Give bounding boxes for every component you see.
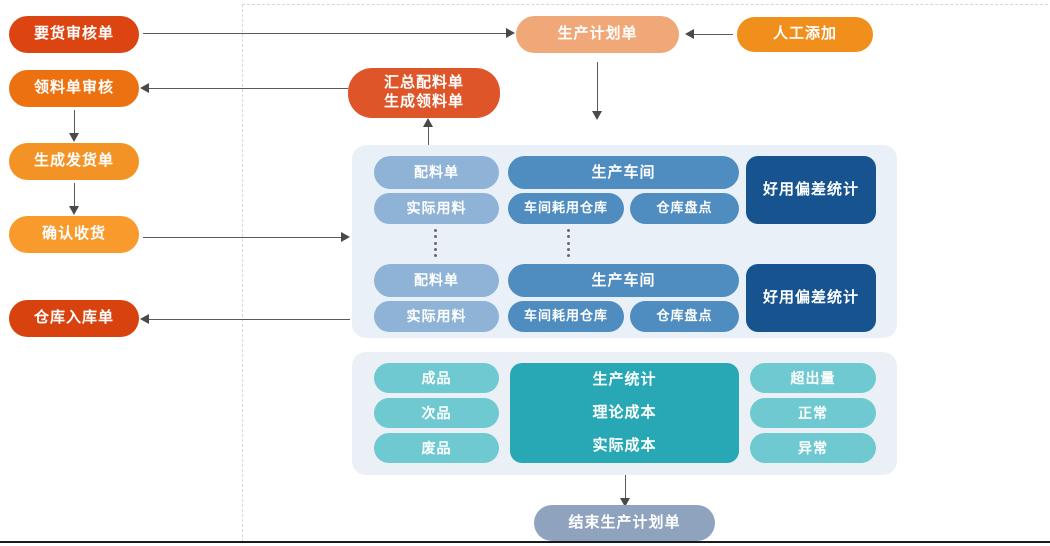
card-stocktake-row2[interactable]: 仓库盘点 <box>630 301 739 332</box>
card-deviation-row2-label: 好用偏差统计 <box>762 289 859 307</box>
node-end-production-plan-label: 结束生产计划单 <box>568 513 681 531</box>
connector-picking-to-shipment <box>69 110 79 142</box>
card-deviation-row2[interactable]: 好用偏差统计 <box>746 264 876 332</box>
card-scrap-product-label: 废品 <box>421 439 452 456</box>
card-recipe-row1[interactable]: 配料单 <box>374 156 499 189</box>
connector-receipt-to-production <box>143 232 350 242</box>
card-production-statistics-line1: 生产统计 <box>592 370 657 388</box>
card-production-statistics[interactable]: 生产统计 理论成本 实际成本 <box>510 363 739 463</box>
card-production-statistics-line2: 理论成本 <box>592 404 657 422</box>
card-finished-product-label: 成品 <box>421 369 452 386</box>
connector-plan-to-production <box>592 62 602 120</box>
node-aggregate-line1: 汇总配料单 <box>383 74 464 92</box>
ellipsis-workshop <box>566 229 570 257</box>
node-aggregate-picking[interactable]: 汇总配料单 生成领料单 <box>348 68 500 118</box>
node-aggregate-line2: 生成领料单 <box>383 93 464 110</box>
statistics-panel: 成品 次品 废品 生产统计 理论成本 实际成本 超出量 正常 异常 <box>352 352 897 475</box>
lane-boundary-top <box>242 4 1048 5</box>
node-create-shipment[interactable]: 生成发货单 <box>9 143 139 180</box>
lane-boundary-vertical <box>242 4 243 542</box>
node-picking-review-label: 领料单审核 <box>33 79 114 97</box>
node-manual-add[interactable]: 人工添加 <box>737 17 873 52</box>
card-scrap-product[interactable]: 废品 <box>374 433 499 463</box>
node-manual-add-label: 人工添加 <box>772 25 837 43</box>
node-picking-review[interactable]: 领料单审核 <box>9 70 139 107</box>
production-panel: 配料单 实际用料 生产车间 车间耗用仓库 仓库盘点 好用偏差统计 配料单 实际用… <box>352 145 897 338</box>
card-defective-product[interactable]: 次品 <box>374 398 499 428</box>
node-production-plan[interactable]: 生产计划单 <box>516 16 679 53</box>
card-defective-product-label: 次品 <box>421 404 452 421</box>
card-stocktake-row1-label: 仓库盘点 <box>656 200 713 216</box>
node-production-plan-label: 生产计划单 <box>557 25 638 43</box>
card-abnormal[interactable]: 异常 <box>750 433 876 463</box>
card-deviation-row1[interactable]: 好用偏差统计 <box>746 156 876 224</box>
node-confirm-receipt-label: 确认收货 <box>41 225 106 243</box>
card-recipe-row1-label: 配料单 <box>414 164 459 181</box>
bottom-rule <box>0 541 1050 543</box>
card-abnormal-label: 异常 <box>798 439 828 456</box>
card-actual-row1[interactable]: 实际用料 <box>374 193 499 224</box>
node-confirm-receipt[interactable]: 确认收货 <box>9 216 139 253</box>
node-demand-review-label: 要货审核单 <box>33 25 114 43</box>
node-warehouse-inbound-label: 仓库入库单 <box>33 309 114 327</box>
node-demand-review[interactable]: 要货审核单 <box>9 16 139 53</box>
node-end-production-plan[interactable]: 结束生产计划单 <box>534 505 715 541</box>
card-normal[interactable]: 正常 <box>750 398 876 428</box>
card-workshop-warehouse-row2-label: 车间耗用仓库 <box>523 308 608 324</box>
node-create-shipment-label: 生成发货单 <box>33 152 114 170</box>
card-workshop-row1-label: 生产车间 <box>591 163 656 181</box>
card-workshop-row2-label: 生产车间 <box>591 271 656 289</box>
connector-statistics-to-end <box>620 475 630 507</box>
card-workshop-warehouse-row2[interactable]: 车间耗用仓库 <box>508 301 624 332</box>
card-workshop-warehouse-row1[interactable]: 车间耗用仓库 <box>508 193 624 224</box>
card-workshop-warehouse-row1-label: 车间耗用仓库 <box>523 200 608 216</box>
card-recipe-row2[interactable]: 配料单 <box>374 264 499 297</box>
connector-demand-to-plan <box>143 28 515 38</box>
card-deviation-row1-label: 好用偏差统计 <box>762 181 859 199</box>
ellipsis-recipe <box>433 229 437 257</box>
card-stocktake-row2-label: 仓库盘点 <box>656 308 713 324</box>
node-warehouse-inbound[interactable]: 仓库入库单 <box>9 300 139 337</box>
card-overage-label: 超出量 <box>790 369 836 386</box>
card-recipe-row2-label: 配料单 <box>414 272 459 289</box>
card-production-statistics-line3: 实际成本 <box>592 437 657 455</box>
card-actual-row2[interactable]: 实际用料 <box>374 301 499 332</box>
card-workshop-row1[interactable]: 生产车间 <box>508 156 739 189</box>
card-actual-row1-label: 实际用料 <box>406 200 467 217</box>
connector-production-to-aggregate <box>423 118 433 148</box>
card-finished-product[interactable]: 成品 <box>374 363 499 393</box>
connector-production-to-inbound <box>140 314 350 324</box>
card-actual-row2-label: 实际用料 <box>406 308 467 325</box>
card-overage[interactable]: 超出量 <box>750 363 876 393</box>
connector-shipment-to-receipt <box>69 183 79 215</box>
card-stocktake-row1[interactable]: 仓库盘点 <box>630 193 739 224</box>
card-normal-label: 正常 <box>798 404 828 421</box>
connector-aggregate-to-picking <box>140 83 348 93</box>
card-workshop-row2[interactable]: 生产车间 <box>508 264 739 297</box>
connector-manual-to-plan <box>685 29 733 39</box>
